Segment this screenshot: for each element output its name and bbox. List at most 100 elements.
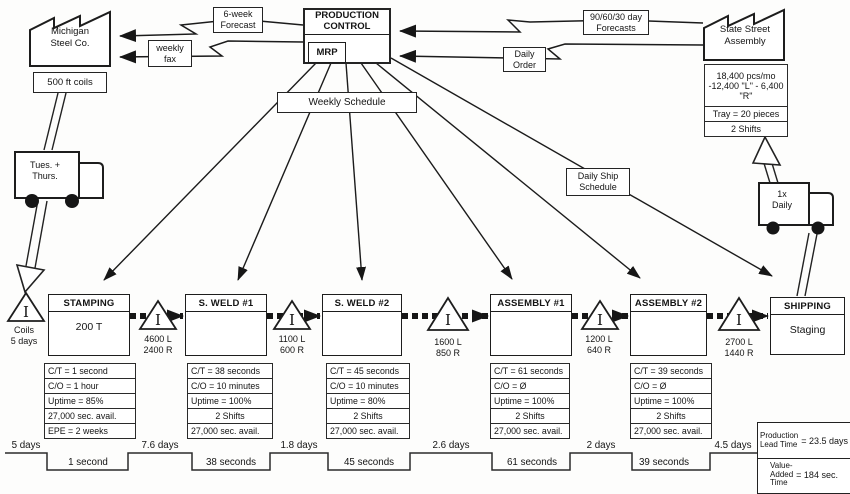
timeline-wait-6: 4.5 days [714,440,752,451]
data-row: 2 Shifts [327,409,409,424]
data-row: C/O = Ø [631,379,711,394]
data-row: Uptime = 100% [491,394,569,409]
data-row: C/T = 61 seconds [491,364,569,379]
inventory-5-icon: I [717,296,761,331]
shipment-line-supplier-a [43,92,59,151]
arrow-daily-ship-schedule [390,57,773,277]
timeline-summary-box: Production Lead Time = 23.5 days Value- … [757,422,850,494]
process-weld1-sub [186,312,266,321]
data-row: C/O = 10 minutes [188,379,272,394]
process-weld2-sub [323,312,401,321]
process-stamping: STAMPING 200 T [48,294,130,356]
supplier-coils-box: 500 ft coils [33,72,107,93]
process-assembly2-sub [631,312,706,321]
process-assembly2: ASSEMBLY #2 [630,294,707,356]
six-week-forecast-label: 6-week Forecast [213,7,263,33]
inventory-coils-icon: I [6,291,46,322]
shipment-line-shipping-a [796,232,810,297]
supplier-factory-icon [29,10,111,67]
value-added-cell: Value- Added Time = 184 sec. [758,459,850,491]
data-row: C/O = 10 minutes [327,379,409,394]
process-assembly1: ASSEMBLY #1 [490,294,572,356]
data-row: 2 Shifts [491,409,569,424]
inventory-4-icon: I [580,299,620,330]
inventory-3-label: 1600 L 850 R [434,337,462,358]
inventory-glyph: I [155,311,161,329]
value-added-value: = 184 sec. [796,470,838,480]
data-box-weld1: C/T = 38 seconds C/O = 10 minutes Uptime… [187,363,273,439]
timeline-wait-4: 2.6 days [432,440,470,451]
inventory-4-label: 1200 L 640 R [585,334,613,355]
data-row: C/O = 1 hour [45,379,135,394]
data-box-weld2: C/T = 45 seconds C/O = 10 minutes Uptime… [326,363,410,439]
weekly-schedule-label: Weekly Schedule [277,92,417,113]
inventory-1-icon: I [138,299,178,330]
data-row: 2 Shifts [631,409,711,424]
customer-truck-label: 1x Daily [771,189,792,210]
arrow-schedule-assembly2 [375,62,641,279]
shipment-line-truck-b [34,200,48,269]
daily-order-label: Daily Order [503,47,546,72]
value-added-label: Value- Added Time [770,460,794,488]
inventory-3-icon: I [426,296,470,331]
process-weld1: S. WELD #1 [185,294,267,356]
data-row: 2 Shifts [188,409,272,424]
lead-time-label: Production Lead Time [759,430,799,449]
data-row: C/T = 38 seconds [188,364,272,379]
customer-demand-box: 18,400 pcs/mo -12,400 "L" - 6,400 "R" Tr… [704,64,788,137]
forecasts-90-60-30-label: 90/60/30 day Forecasts [583,10,649,35]
timeline-value-4: 61 seconds [506,457,558,468]
production-control-box: PRODUCTION CONTROL MRP [303,8,391,64]
shipment-arrowhead-right [751,135,782,166]
timeline-value-1: 1 second [68,457,108,468]
data-box-stamping: C/T = 1 second C/O = 1 hour Uptime = 85%… [44,363,136,439]
inventory-glyph: I [23,303,29,321]
timeline-wait-5: 2 days [586,440,616,451]
arrow-90-60-30-forecasts [399,19,704,38]
process-weld2: S. WELD #2 [322,294,402,356]
supplier-truck-icon [14,151,104,208]
timeline-wait-3: 1.8 days [280,440,318,451]
arrow-six-week-forecast [119,18,304,43]
data-row: Uptime = 80% [327,394,409,409]
timeline-wait-2: 7.6 days [141,440,179,451]
process-stamping-title: STAMPING [49,295,129,312]
lead-time-cell: Production Lead Time = 23.5 days [758,423,850,459]
data-row: 27,000 sec. avail. [191,426,260,436]
data-box-assembly2: C/T = 39 seconds C/O = Ø Uptime = 100% 2… [630,363,712,439]
data-row: Uptime = 100% [631,394,711,409]
customer-tray: Tray = 20 pieces [705,107,787,122]
process-weld1-title: S. WELD #1 [186,295,266,312]
timeline-line [5,452,757,471]
production-control-title: PRODUCTION CONTROL [305,10,389,35]
shipment-line-shipping-b [804,233,818,297]
data-row: 27,000 sec. avail. [494,426,563,436]
inventory-2-label: 1100 L 600 R [278,334,306,355]
timeline-value-2: 38 seconds [205,457,257,468]
timeline-value-3: 45 seconds [343,457,395,468]
data-row: C/T = 39 seconds [631,364,711,379]
process-shipping: SHIPPING Staging [770,297,845,355]
inventory-1-label: 4600 L 2400 R [143,334,173,355]
data-row: C/O = Ø [491,379,569,394]
process-shipping-sub: Staging [789,324,826,336]
inventory-glyph: I [445,311,451,329]
process-assembly1-sub [491,312,571,321]
shipment-arrowhead-left [15,263,46,294]
process-assembly2-title: ASSEMBLY #2 [631,295,706,312]
data-row: C/T = 1 second [45,364,135,379]
timeline-wait-1: 5 days [11,440,41,451]
lead-time-value: = 23.5 days [801,435,849,446]
inventory-glyph: I [597,311,603,329]
data-row: 27,000 sec. avail. [330,426,399,436]
process-weld2-title: S. WELD #2 [323,295,401,312]
customer-demand: 18,400 pcs/mo -12,400 "L" - 6,400 "R" [705,65,787,107]
data-row: Uptime = 100% [188,394,272,409]
customer-truck-icon [758,182,834,235]
data-row: 27,000 sec. avail. [634,426,703,436]
inventory-5-label: 2700 L 1440 R [724,337,754,358]
inventory-glyph: I [289,311,295,329]
data-row: Uptime = 85% [45,394,135,409]
customer-factory-icon [703,8,785,61]
